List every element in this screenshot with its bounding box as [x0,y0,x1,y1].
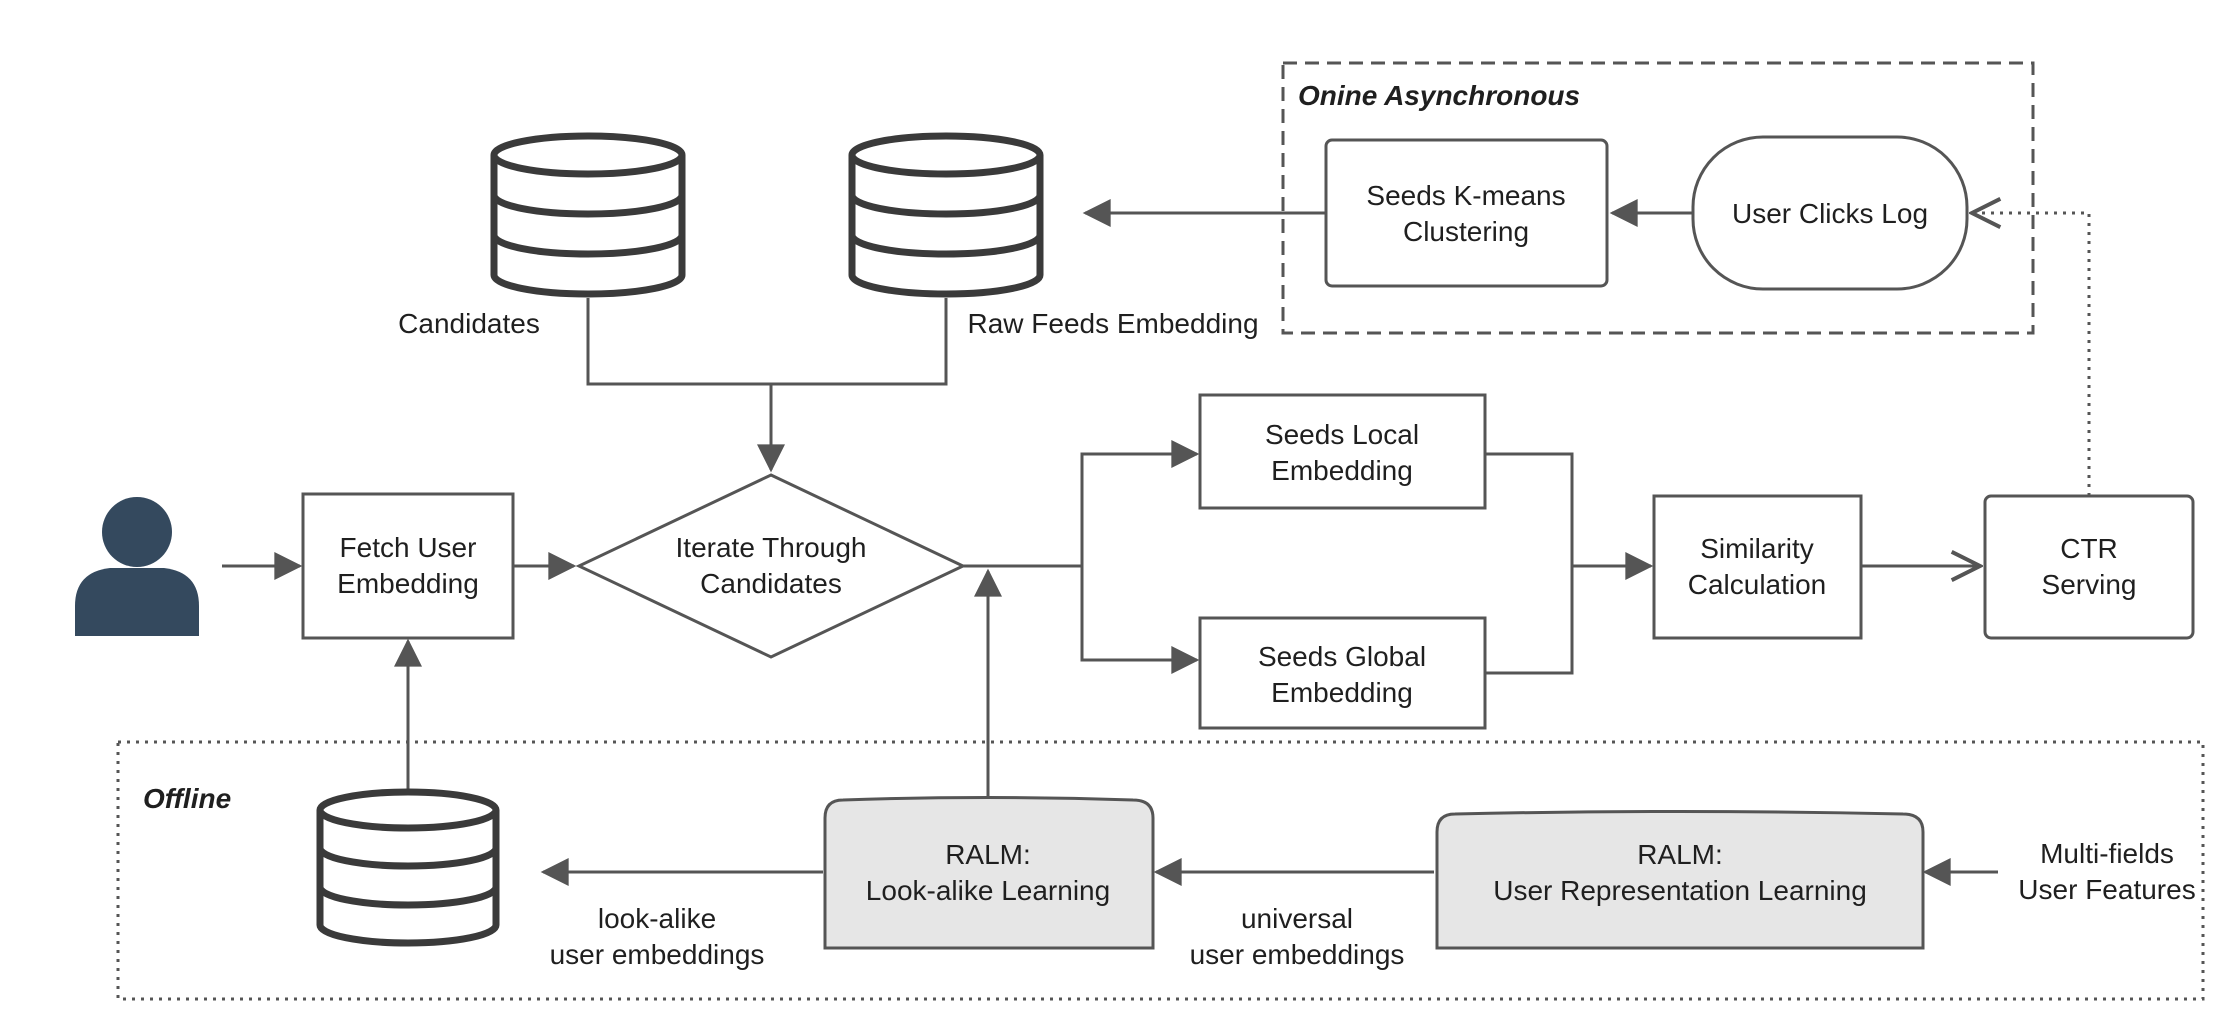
similarity-line2: Calculation [1688,569,1827,600]
ralm-userrep-line2: User Representation Learning [1493,875,1867,906]
iterate-candidates-node: Iterate Through Candidates [575,473,967,659]
fetch-line1: Fetch User [340,532,477,563]
fetch-line2: Embedding [337,568,479,599]
ralm-lookalike-node: RALM: Look-alike Learning [823,796,1155,950]
multi-fields-features-label: Multi-fields User Features [2018,838,2195,905]
to-seeds-local-arrow [1080,440,1200,566]
db-merge-line [586,298,948,386]
user-icon [75,497,199,636]
seeds-global-line2: Embedding [1271,677,1413,708]
iterate-line1: Iterate Through [676,532,867,563]
seeds-kmeans-node: Seeds K-means Clustering [1324,138,1609,288]
lookalike-emb-line1: look-alike [598,903,716,934]
database-icon [848,132,1044,298]
user-embeddings-database [316,788,500,947]
lookalike-emb-line2: user embeddings [550,939,765,970]
lookalike-embeddings-label: look-alike user embeddings [550,903,765,970]
seeds-local-line1: Seeds Local [1265,419,1419,450]
seeds-kmeans-line2: Clustering [1403,216,1529,247]
candidates-database: Candidates [398,132,686,339]
raw-feeds-label: Raw Feeds Embedding [967,308,1258,339]
similarity-line1: Similarity [1700,533,1814,564]
ralm-userrep-line1: RALM: [1637,839,1723,870]
database-icon [490,132,686,298]
user-clicks-log-label: User Clicks Log [1732,198,1928,229]
ralm-lookalike-line2: Look-alike Learning [866,875,1110,906]
seeds-global-line1: Seeds Global [1258,641,1426,672]
multi-fields-line2: User Features [2018,874,2195,905]
ralm-user-representation-node: RALM: User Representation Learning [1435,810,1925,950]
seeds-local-line2: Embedding [1271,455,1413,486]
universal-emb-line2: user embeddings [1190,939,1405,970]
universal-embeddings-label: universal user embeddings [1190,903,1405,970]
candidates-label: Candidates [398,308,540,339]
seeds-global-node: Seeds Global Embedding [1198,616,1487,730]
online-group-title: Onine Asynchronous [1298,80,1580,111]
ctr-serving-node: CTR Serving [1983,494,2195,640]
seeds-kmeans-line1: Seeds K-means [1366,180,1565,211]
similarity-node: Similarity Calculation [1652,494,1863,640]
online-asynchronous-group: Onine Asynchronous [1281,61,2035,335]
ctr-line2: Serving [2042,569,2137,600]
connectors [222,213,2091,886]
seeds-merge-line [1485,452,1574,675]
fetch-user-embedding-node: Fetch User Embedding [301,492,515,640]
universal-emb-line1: universal [1241,903,1353,934]
offline-group-title: Offline [143,783,231,814]
multi-fields-line1: Multi-fields [2040,838,2174,869]
raw-feeds-database: Raw Feeds Embedding [848,132,1259,339]
ctr-to-clicklog-feedback [1972,213,2091,496]
seeds-local-node: Seeds Local Embedding [1198,393,1487,510]
iterate-line2: Candidates [700,568,842,599]
ralm-lookalike-line1: RALM: [945,839,1031,870]
user-clicks-log-node: User Clicks Log [1691,135,1969,291]
offline-group: Offline [116,740,2205,1001]
database-icon [316,788,500,947]
to-seeds-global-arrow [1080,566,1200,674]
ctr-line1: CTR [2060,533,2118,564]
